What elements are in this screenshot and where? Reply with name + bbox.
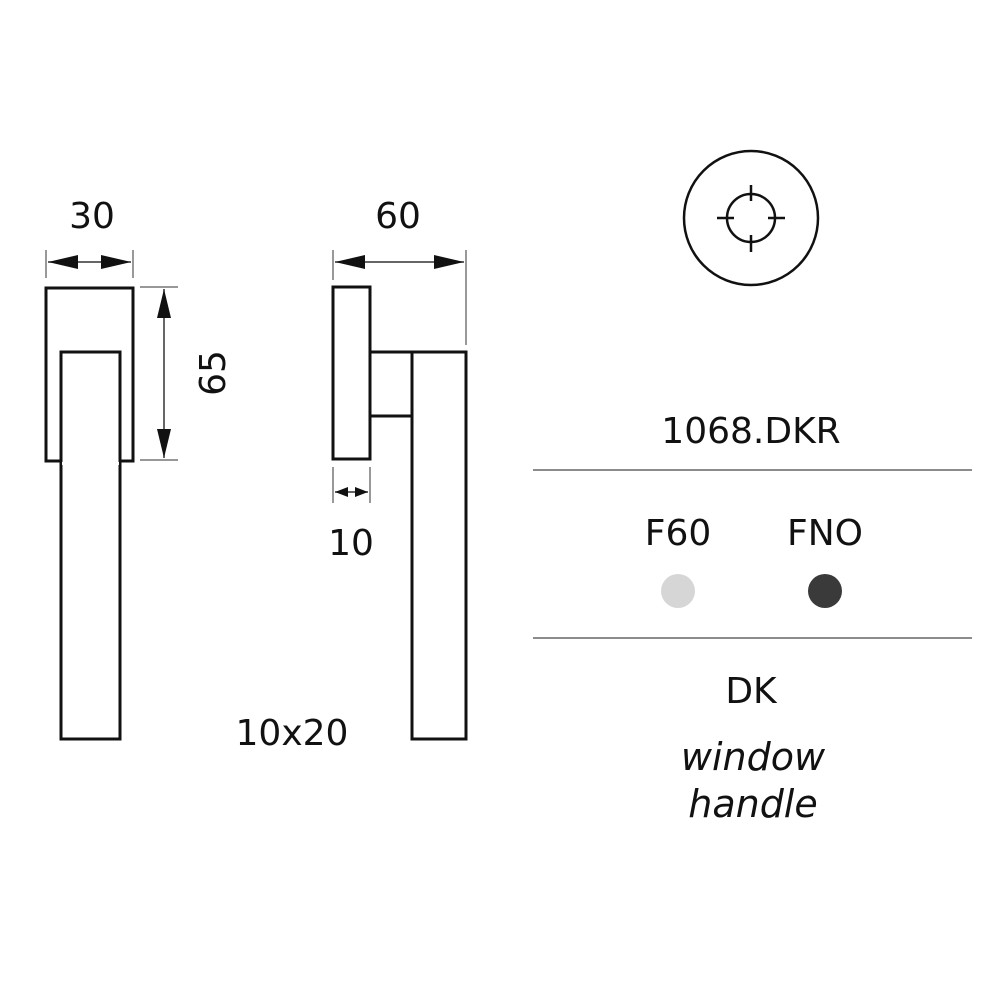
dimension-height: 65 [140, 286, 234, 461]
side-view [331, 285, 468, 741]
dimension-rose-thickness: 10 [328, 467, 374, 564]
front-view [44, 286, 135, 741]
finish-fno: FNO [787, 513, 863, 608]
rosette-side [331, 285, 372, 461]
lever-section-label: 10x20 [236, 713, 349, 754]
lever-front [59, 350, 122, 741]
depth-label: 60 [375, 196, 421, 237]
finish-code: F60 [645, 513, 712, 554]
finish-code: FNO [787, 513, 863, 554]
finish-swatch [808, 574, 842, 608]
product-type: DK [725, 671, 778, 712]
spindle-neck [368, 350, 414, 418]
lever-side [410, 350, 468, 741]
finish-swatch [661, 574, 695, 608]
rose-thickness-label: 10 [328, 523, 374, 564]
height-label: 65 [193, 350, 234, 396]
dimension-width: 30 [45, 196, 134, 278]
finish-f60: F60 [645, 513, 712, 608]
product-code: 1068.DKR [661, 411, 840, 452]
round-rosette-icon [682, 149, 820, 287]
description-line2: handle [688, 782, 818, 826]
width-label: 30 [69, 196, 115, 237]
description-line1: window [681, 735, 826, 779]
dimension-depth: 60 [332, 196, 467, 345]
